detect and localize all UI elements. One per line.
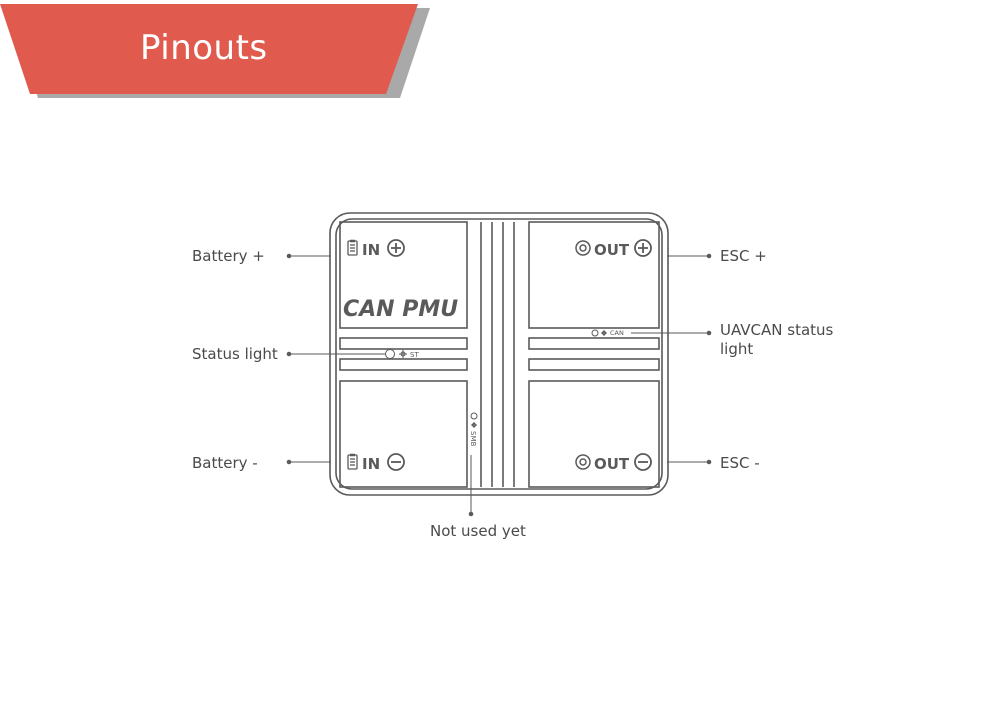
label-uavcan-line2: light bbox=[720, 340, 754, 358]
pad-out-minus bbox=[528, 380, 660, 488]
out-minus-label: OUT bbox=[594, 455, 630, 473]
right-bar-bottom bbox=[528, 358, 660, 371]
label-esc-minus: ESC - bbox=[720, 454, 760, 472]
title-banner bbox=[0, 4, 430, 98]
battery-icon-bottom bbox=[347, 453, 358, 470]
label-not-used: Not used yet bbox=[430, 522, 526, 540]
label-status-light: Status light bbox=[192, 345, 278, 363]
motor-icon-top bbox=[575, 240, 591, 256]
right-bar-top bbox=[528, 337, 660, 350]
minus-circle-icon bbox=[634, 453, 652, 471]
smb-led-label: SMB bbox=[469, 431, 477, 446]
minus-circle-icon bbox=[387, 453, 405, 471]
pad-in-plus bbox=[339, 221, 468, 329]
left-bar-bottom bbox=[339, 358, 468, 371]
label-battery-minus: Battery - bbox=[192, 454, 258, 472]
plus-circle-icon bbox=[634, 239, 652, 257]
brand-logo: CAN PMU bbox=[343, 297, 458, 322]
smb-led-icon bbox=[470, 412, 478, 428]
page-title: Pinouts bbox=[140, 28, 268, 68]
st-led-icon bbox=[385, 349, 407, 359]
motor-icon-bottom bbox=[575, 454, 591, 470]
left-bar-top bbox=[339, 337, 468, 350]
st-led-label: ST bbox=[410, 351, 419, 359]
out-plus-label: OUT bbox=[594, 241, 630, 259]
label-esc-plus: ESC + bbox=[720, 247, 767, 265]
pad-in-minus bbox=[339, 380, 468, 488]
label-uavcan-line1: UAVCAN status bbox=[720, 321, 834, 339]
in-plus-label: IN bbox=[362, 241, 380, 259]
battery-icon-top bbox=[347, 239, 358, 256]
pad-out-plus bbox=[528, 221, 660, 329]
banner-shape bbox=[0, 4, 418, 94]
label-battery-plus: Battery + bbox=[192, 247, 265, 265]
plus-circle-icon bbox=[387, 239, 405, 257]
can-led-icon bbox=[591, 329, 607, 337]
can-led-label: CAN bbox=[610, 329, 624, 337]
in-minus-label: IN bbox=[362, 455, 380, 473]
